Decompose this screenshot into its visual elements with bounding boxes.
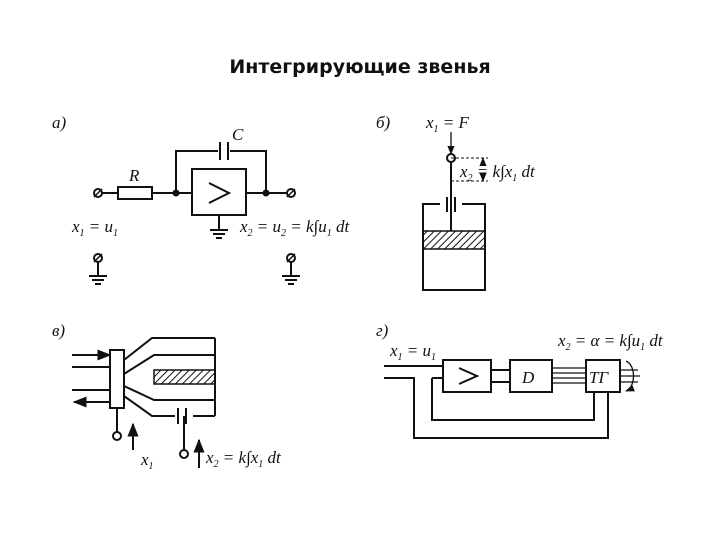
amplifier-icon (208, 182, 232, 204)
tachogenerator-block (585, 359, 621, 393)
panel-a-integrating-rc-amplifier: а) R C (52, 113, 350, 285)
output-ground-terminal-icon (282, 253, 300, 285)
cylinder-body (422, 203, 486, 291)
spool-valve-icon (109, 349, 125, 409)
panel-a-tag: а) (52, 113, 67, 132)
panel-v-hydraulic-actuator: в) x1 x2 (52, 321, 282, 472)
panel-g-tag: г) (376, 321, 389, 340)
panel-v-output-label: x2 = k∫x1 dt (205, 448, 282, 470)
resistor-icon (117, 186, 153, 200)
panel-b-output-label: x2 = k∫x1 dt (459, 162, 536, 184)
panel-b-hydraulic-cylinder: б) x1 = F x2 = k∫x1 dt (376, 113, 536, 291)
input-terminal-icon (93, 188, 103, 198)
panel-g-motor-tachogenerator: г) x2 = α = k∫u1 dt x1 = u1 D ТГ (376, 321, 664, 439)
panel-g-input-label: x1 = u1 (389, 341, 436, 363)
spool-terminal-icon (112, 431, 122, 441)
piston-icon (422, 230, 486, 250)
ground-icon (210, 215, 228, 239)
panel-a-output-label: x2 = u2 = k∫u1 dt (239, 217, 350, 239)
panel-b-input-label: x1 = F (425, 113, 470, 135)
capacitor-icon (219, 142, 229, 160)
conduit (123, 385, 215, 401)
panel-v-input-label: x1 (140, 450, 154, 472)
orifice-icon (177, 408, 187, 424)
slide-title: Интегрирующие звенья (229, 56, 491, 78)
feedback-wire (175, 150, 218, 193)
panel-a-input-label: x1 = u1 (71, 217, 118, 239)
rod-terminal-icon (179, 449, 189, 459)
motor-block (509, 359, 553, 393)
conduit (123, 354, 215, 375)
conduit (123, 337, 215, 361)
feedback-loop-outer (384, 377, 609, 439)
junction-dot (262, 189, 270, 197)
amplifier-icon (458, 367, 480, 385)
output-terminal-icon (286, 188, 296, 198)
rotation-arrow-icon (625, 360, 635, 392)
piston-icon (153, 369, 216, 385)
panel-b-tag: б) (376, 113, 391, 132)
feedback-wire (230, 150, 267, 193)
capacitor-label: C (232, 125, 244, 144)
feedback-loop-inner (431, 378, 595, 421)
orifice-icon (446, 197, 456, 212)
conduit (123, 395, 175, 417)
tachogenerator-label: ТГ (589, 368, 609, 387)
input-ground-terminal-icon (89, 253, 107, 285)
amplifier-block (191, 168, 247, 216)
resistor-label: R (128, 166, 140, 185)
panel-v-tag: в) (52, 321, 65, 340)
panel-g-output-label: x2 = α = k∫u1 dt (557, 331, 664, 353)
motor-label: D (521, 368, 535, 387)
amplifier-block (442, 359, 492, 393)
